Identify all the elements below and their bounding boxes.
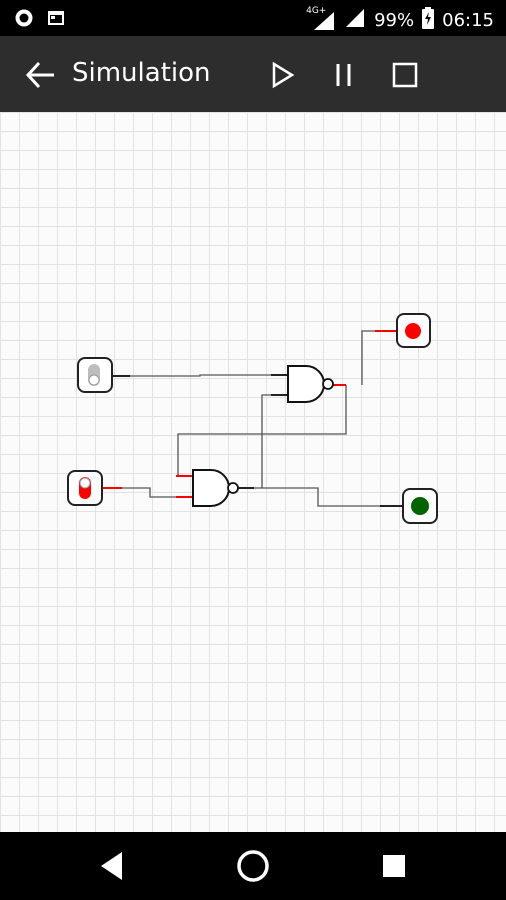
- signal-label: 4G+: [306, 5, 327, 16]
- wires-inactive: [122, 330, 380, 507]
- nand-gate[interactable]: [287, 365, 334, 403]
- wire: [361, 330, 375, 385]
- app-toolbar: Simulation: [0, 36, 506, 112]
- clock: 06:15: [442, 10, 494, 31]
- battery-icon: [422, 7, 435, 34]
- play-icon[interactable]: [268, 60, 298, 90]
- status-bar: 4G+ 99% 06:15: [0, 0, 506, 36]
- toggle-switch-on[interactable]: [67, 470, 103, 506]
- system-nav-bar: [0, 832, 506, 900]
- circuit-diagram: [67, 313, 438, 524]
- recents-square-icon[interactable]: [376, 848, 412, 884]
- wire: [130, 374, 272, 377]
- wires-active: [102, 330, 396, 498]
- wifi-icon: [344, 7, 366, 34]
- home-circle-icon[interactable]: [235, 848, 271, 884]
- stop-icon[interactable]: [390, 60, 420, 90]
- back-triangle-icon[interactable]: [96, 848, 132, 884]
- page-title: Simulation: [72, 58, 211, 88]
- wire: [177, 385, 347, 476]
- circuit-canvas[interactable]: [0, 112, 506, 832]
- signal-icon: 4G+: [306, 6, 336, 32]
- record-icon: [14, 8, 34, 32]
- pins: [112, 374, 403, 507]
- wire: [240, 487, 380, 507]
- nand-gate[interactable]: [192, 469, 239, 507]
- wire: [122, 487, 180, 498]
- battery-percent: 99%: [374, 10, 415, 31]
- output-led-red[interactable]: [396, 313, 431, 348]
- arrow-left-icon[interactable]: [24, 60, 56, 90]
- wire: [261, 394, 272, 488]
- output-led-green[interactable]: [402, 488, 438, 524]
- pause-icon[interactable]: [329, 60, 359, 90]
- calendar-icon: [46, 8, 66, 32]
- toggle-switch-off[interactable]: [77, 357, 113, 393]
